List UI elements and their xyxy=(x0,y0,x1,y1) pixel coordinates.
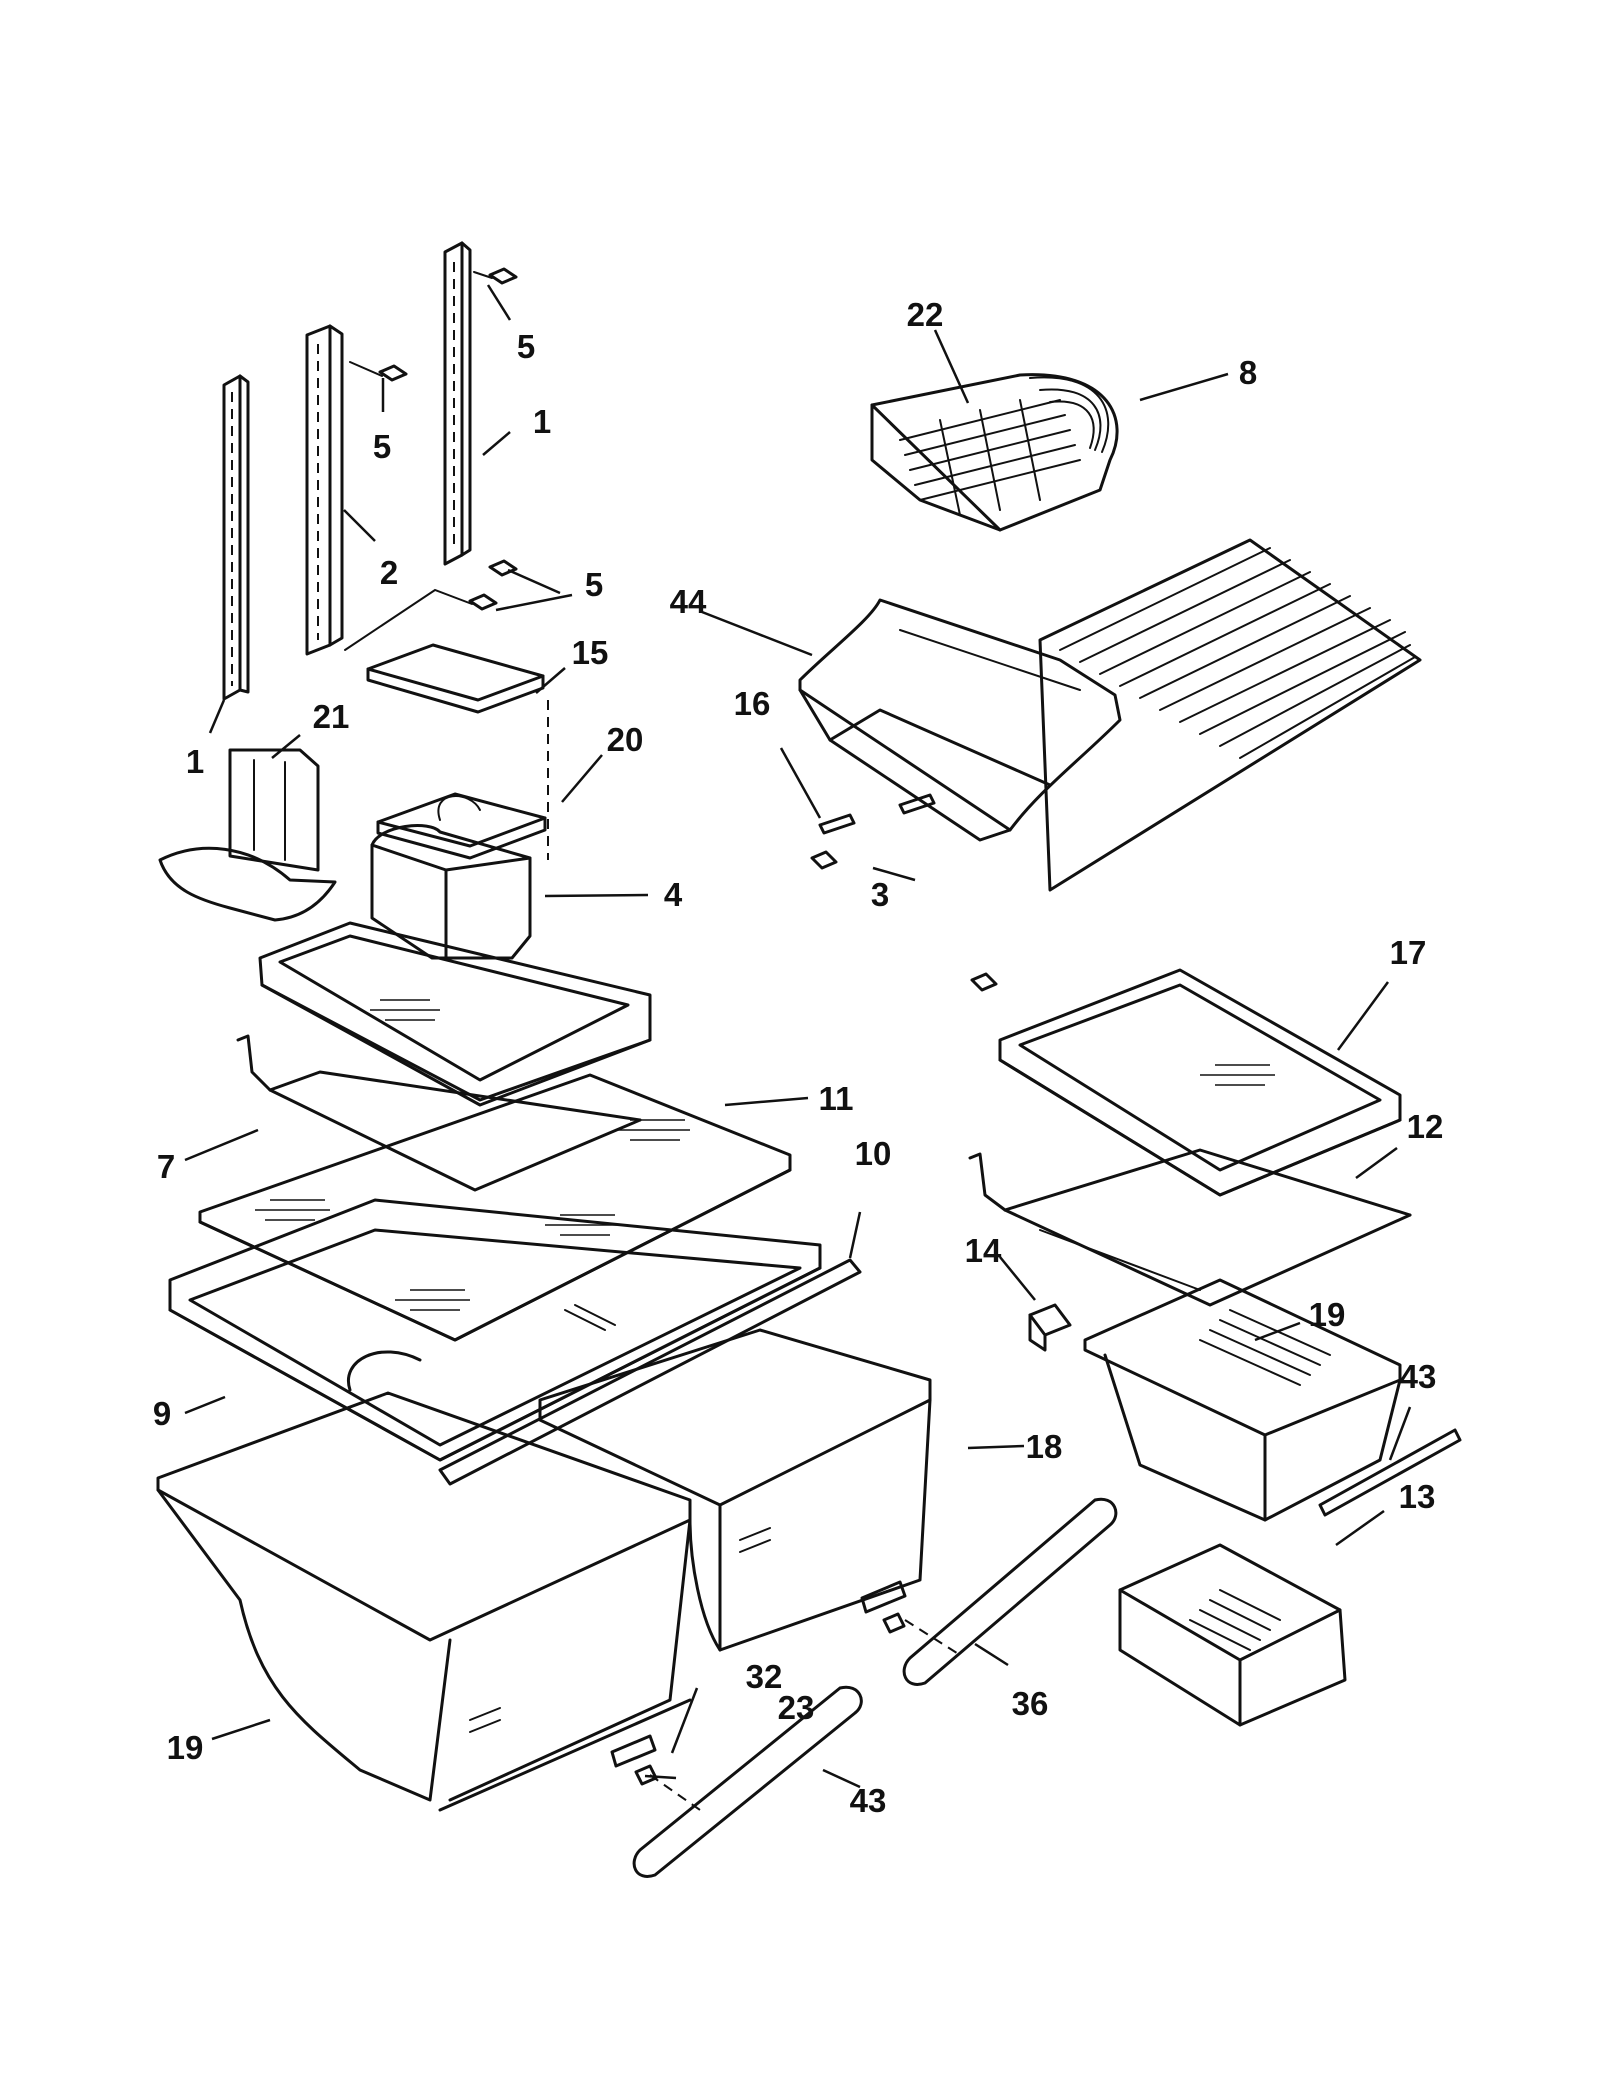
callout-label: 2 xyxy=(380,554,398,591)
callout-label: 44 xyxy=(670,583,707,620)
crisper-trim xyxy=(438,1258,862,1486)
callout-label: 11 xyxy=(819,1080,854,1117)
egg-bin xyxy=(370,700,549,960)
callout-label: 23 xyxy=(778,1689,815,1726)
crisper-cover-glass xyxy=(198,1073,792,1342)
callout-label: 16 xyxy=(734,685,771,722)
callout-label: 17 xyxy=(1390,934,1427,971)
screw-upper-right xyxy=(473,267,518,285)
shelf-glass-right xyxy=(998,968,1402,1197)
crisper-drawer-left xyxy=(156,1391,692,1812)
callout-label: 15 xyxy=(572,634,609,671)
humidity-control-lower xyxy=(634,1612,961,1811)
crisper-frame xyxy=(168,1198,822,1462)
egg-bin-lid xyxy=(366,643,545,714)
freezer-wire-shelf xyxy=(1038,538,1422,892)
crisper-drawer-right xyxy=(538,1328,932,1652)
wire-basket-divider xyxy=(899,399,1081,516)
callout-label: 43 xyxy=(1400,1358,1437,1395)
callout-label: 5 xyxy=(517,328,535,365)
shelf-stud-front xyxy=(810,850,998,992)
drawer-handle-lower xyxy=(632,1685,863,1878)
screw-lower xyxy=(344,559,518,651)
callout-label: 5 xyxy=(373,428,391,465)
shelf-frame-left xyxy=(236,1034,642,1192)
callout-labels: 1 1 2 3 4 5 5 5 7 8 9 10 11 12 13 14 15 … xyxy=(153,296,1444,1819)
meat-drawer-handle xyxy=(1318,1428,1462,1517)
callout-label: 5 xyxy=(585,566,603,603)
humidity-slide-lower xyxy=(610,1580,907,1768)
callout-label: 8 xyxy=(1239,354,1257,391)
callout-label: 19 xyxy=(167,1729,204,1766)
callout-label: 14 xyxy=(965,1232,1002,1269)
shelf-frame-right xyxy=(968,1148,1412,1307)
callout-label: 1 xyxy=(533,403,551,440)
shelf-glass-left xyxy=(258,921,652,1107)
callout-label: 19 xyxy=(1309,1296,1346,1333)
callout-label: 3 xyxy=(871,876,889,913)
utility-bin xyxy=(158,748,337,922)
callout-label: 13 xyxy=(1399,1478,1436,1515)
drawer-handle-upper xyxy=(902,1497,1118,1686)
callout-label: 1 xyxy=(186,743,204,780)
egg-tray xyxy=(376,792,547,860)
freezer-bin xyxy=(798,598,1122,842)
callout-label: 12 xyxy=(1407,1108,1444,1145)
callout-label: 4 xyxy=(664,876,683,913)
wire-basket xyxy=(870,373,1119,532)
callout-label: 18 xyxy=(1026,1428,1063,1465)
freezer-bin-pin xyxy=(818,793,936,835)
callout-label: 20 xyxy=(607,721,644,758)
callout-label: 10 xyxy=(855,1135,892,1172)
drawer-slide-clip xyxy=(1028,1303,1072,1352)
callout-label: 9 xyxy=(153,1395,171,1432)
callout-label: 7 xyxy=(157,1148,175,1185)
meat-drawer-cover xyxy=(1118,1543,1347,1727)
callout-label: 22 xyxy=(907,296,944,333)
shelf-ladder-right xyxy=(443,241,472,566)
callout-label: 32 xyxy=(746,1658,783,1695)
shelf-ladder-left xyxy=(222,374,250,701)
callout-label: 43 xyxy=(850,1782,887,1819)
screw-upper-center xyxy=(349,361,408,382)
callout-label: 21 xyxy=(313,698,350,735)
leader-lines xyxy=(184,284,1412,1789)
shelf-ladder-center xyxy=(305,324,344,656)
meat-drawer xyxy=(1083,1278,1402,1522)
callout-label: 36 xyxy=(1012,1685,1049,1722)
